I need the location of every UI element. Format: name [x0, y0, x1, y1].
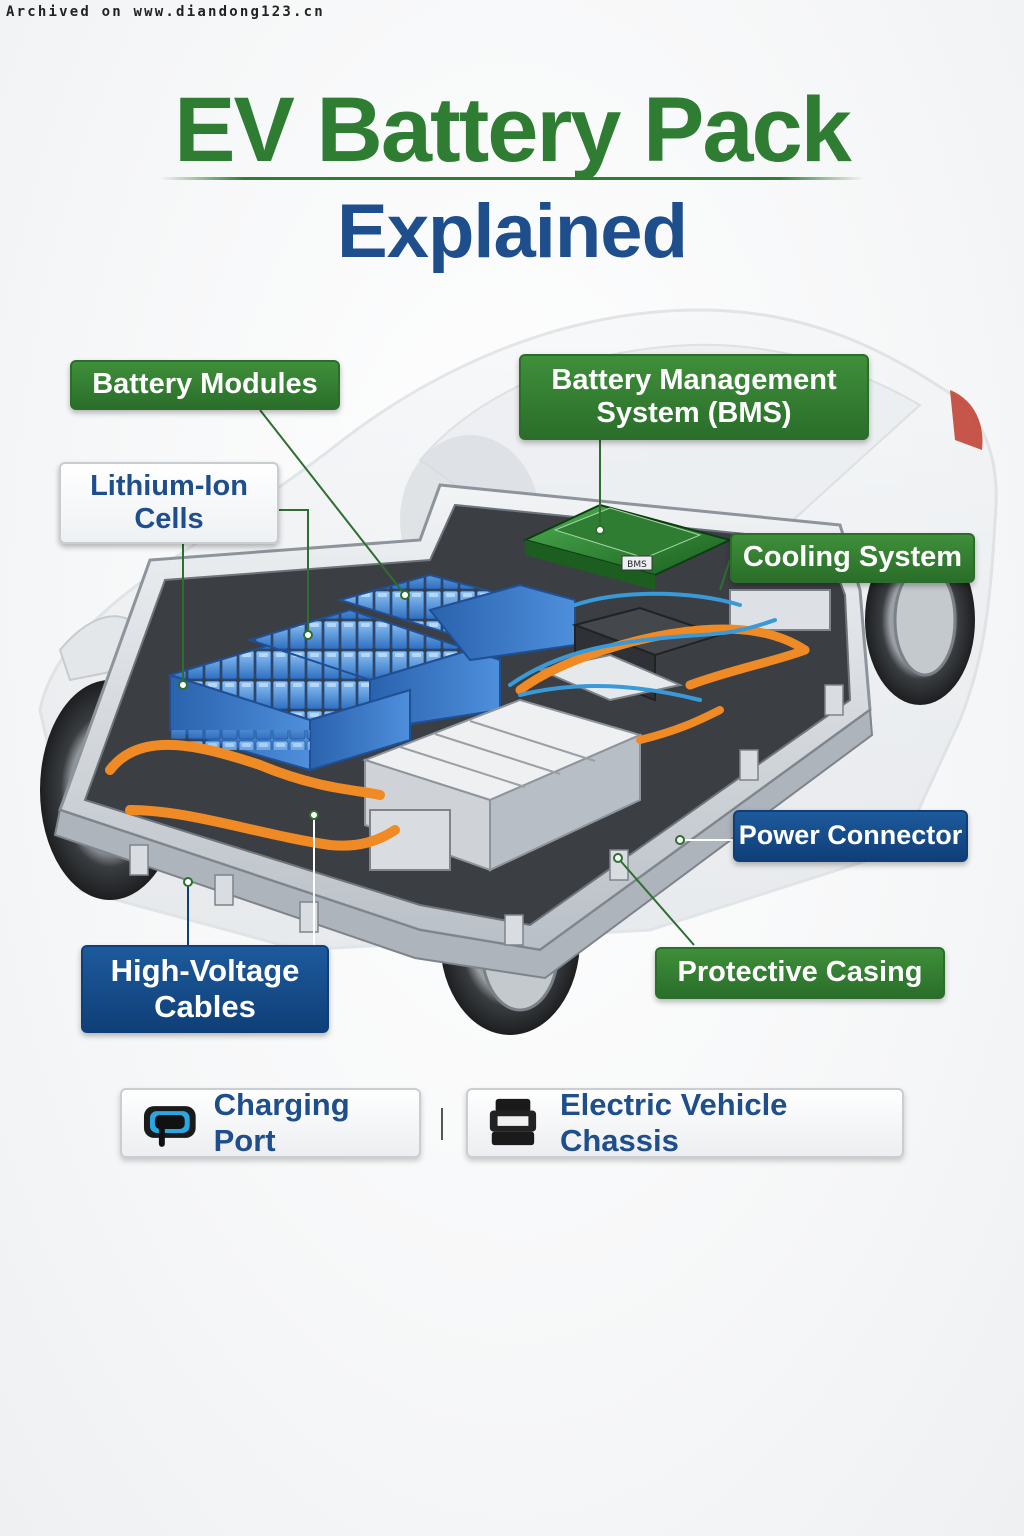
callout-bms-line2: System (BMS) [596, 397, 792, 429]
title-divider [160, 177, 864, 180]
callout-high-voltage-cables: High-Voltage Cables [81, 945, 329, 1033]
callout-battery-modules-label: Battery Modules [92, 368, 318, 401]
silver-battery-module [361, 698, 643, 872]
legend-charging-port-label: Charging Port [213, 1087, 350, 1158]
page-subtitle: Explained [337, 189, 688, 274]
callout-lithium-line1: Lithium-Ion [90, 469, 248, 502]
charging-port-icon [143, 1106, 196, 1147]
chassis-icon [489, 1098, 537, 1146]
callout-cooling-label: Cooling System [742, 541, 963, 574]
leader-dots [178, 525, 685, 887]
callout-hv-line2: Cables [154, 989, 256, 1024]
page-title: EV Battery Pack [174, 79, 852, 181]
callout-lithium-ion-cells: Lithium-Ion Cells [59, 462, 279, 544]
callout-bms: Battery Management System (BMS) [519, 354, 869, 440]
callout-protective-casing-label: Protective Casing [677, 956, 923, 989]
legend-ev-chassis-label: Electric Vehicle Chassis [559, 1087, 788, 1158]
legend-charging-port: Charging Port [120, 1087, 421, 1158]
callout-battery-modules: Battery Modules [70, 360, 340, 410]
legend-separator [441, 1108, 443, 1140]
high-voltage-cables [105, 591, 810, 851]
watermark: Archived on www.diandong123.cn [6, 4, 325, 20]
callout-power-connector-label: Power Connector [738, 820, 963, 851]
callout-hv-line1: High-Voltage [110, 953, 300, 989]
leader-lines [182, 409, 734, 946]
callout-cooling-system: Cooling System [730, 533, 975, 583]
lithium-ion-cell-modules [166, 573, 576, 772]
callout-bms-line1: Battery Management [551, 363, 837, 396]
callout-protective-casing: Protective Casing [655, 947, 945, 999]
legend-ev-chassis: Electric Vehicle Chassis [466, 1087, 904, 1158]
callout-lithium-line2: Cells [134, 503, 204, 535]
bms-chip-label: BMS [627, 560, 647, 570]
callout-power-connector: Power Connector [733, 810, 968, 862]
